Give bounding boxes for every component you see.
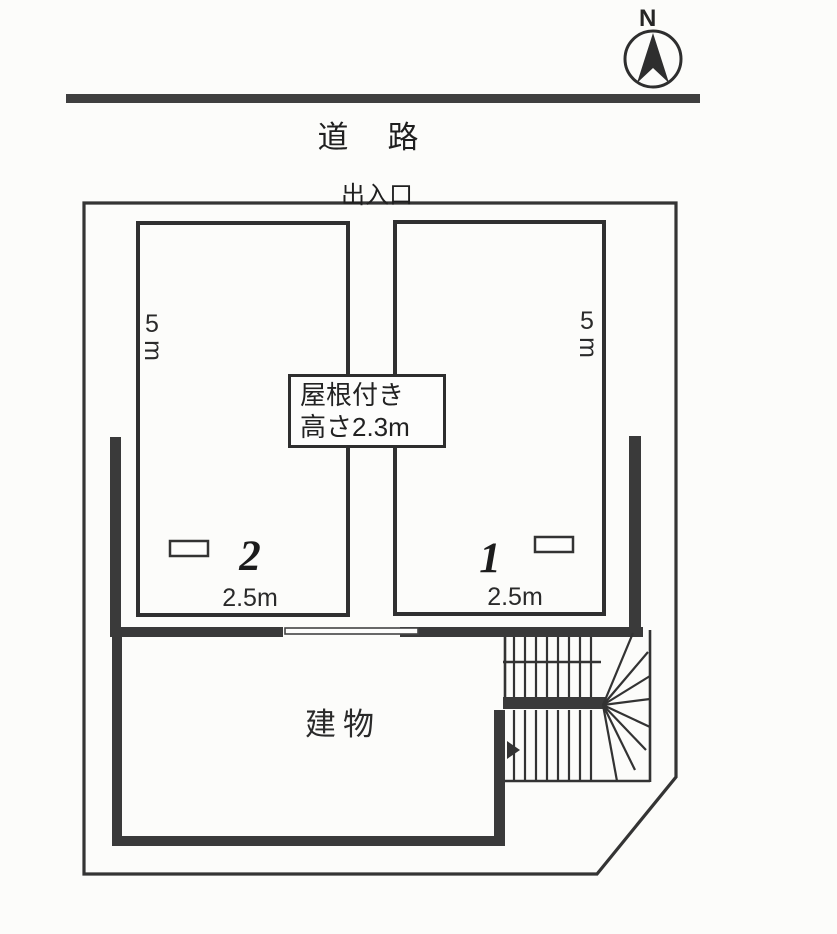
roof-note-line2: 高さ2.3m <box>300 412 410 442</box>
space-2-depth-label: 5 m <box>138 312 166 363</box>
boundary-wall-left <box>110 437 121 637</box>
stair-treads-upper <box>512 637 593 697</box>
space-2-depth-unit: m <box>138 340 167 361</box>
boundary-wall-right <box>629 436 641 637</box>
space-1-number: 1 <box>479 535 501 582</box>
space-1-depth-unit: m <box>573 337 602 358</box>
compass-north-label: N <box>639 5 657 32</box>
space-2-width-label: 2.5m <box>222 584 278 612</box>
staircase <box>503 630 652 783</box>
road-label: 道 路 <box>317 120 423 155</box>
stair-direction-arrow <box>507 741 520 759</box>
space-1-depth-label: 5 m <box>573 309 601 360</box>
roof-note-line1: 屋根付き <box>300 379 405 410</box>
road-line <box>66 94 700 103</box>
space-1-depth-value: 5 <box>580 307 594 335</box>
entrance-label: 出入口 <box>341 182 413 209</box>
car-stopper-space-1 <box>533 535 575 554</box>
car-stopper-space-2 <box>168 539 210 558</box>
space-2-depth-value: 5 <box>145 310 159 338</box>
roof-note-box: 屋根付き 高さ2.3m <box>288 374 446 448</box>
gate-opening <box>283 626 419 638</box>
stair-winders <box>601 632 651 782</box>
space-2-number: 2 <box>239 533 261 580</box>
site-boundary <box>82 201 678 876</box>
north-compass-icon <box>623 29 683 89</box>
stair-treads-lower <box>512 710 593 781</box>
space-1-width-label: 2.5m <box>487 583 543 611</box>
building-label: 建物 <box>305 707 381 742</box>
